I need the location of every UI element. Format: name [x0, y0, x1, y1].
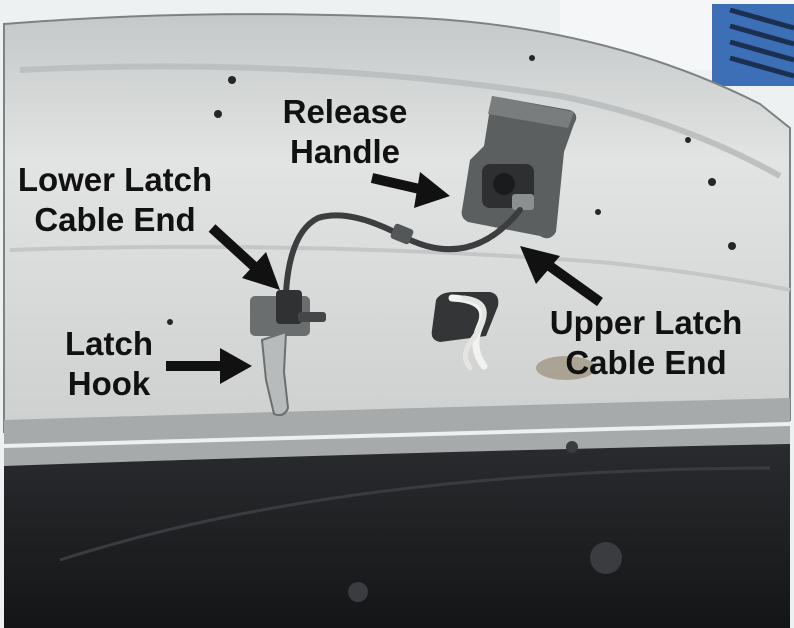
insulation-pad [4, 444, 790, 628]
upper-latch-cable-end-label-line1: Upper Latch [549, 304, 743, 341]
hood-panel [3, 13, 791, 434]
latch-hook-label-line1: Latch [64, 325, 153, 362]
latch-hook-label: Latch Hook [54, 324, 164, 405]
insulation-pad-edge [59, 466, 771, 562]
rust-stain [536, 356, 596, 380]
hood-ridge-lower [9, 244, 791, 292]
lower-latch-cable-end-label-line1: Lower Latch [17, 161, 213, 198]
hood-edge-highlight [3, 422, 791, 448]
latch-hook-metal [260, 330, 290, 417]
arrow-down-right-icon [208, 224, 280, 290]
release-handle [461, 96, 577, 239]
latch-hook-label-line2: Hook [67, 365, 151, 403]
lower-latch-cable-end-label: Lower Latch Cable End [6, 160, 224, 241]
cable-clip [390, 223, 414, 245]
lower-latch-cable-end-label-line2: Cable End [34, 201, 196, 239]
release-cable [283, 207, 523, 295]
arrow-left-icon [166, 348, 252, 384]
arrow-right-icon [370, 172, 450, 208]
lower-latch-assembly [250, 290, 326, 336]
release-handle-label: Release Handle [272, 92, 418, 173]
mounting-holes [167, 55, 736, 325]
hood-ridge [19, 63, 782, 179]
release-handle-label-line1: Release [282, 93, 408, 130]
release-handle-label-line2: Handle [289, 133, 401, 171]
arrow-up-left-icon [520, 246, 603, 307]
insulation-clips [348, 441, 622, 602]
upper-latch-cable-end-label-line2: Cable End [565, 344, 727, 382]
upper-latch-cable-end-label: Upper Latch Cable End [536, 303, 756, 384]
spring-compressor [712, 4, 794, 86]
hood-prop-wire-2 [461, 295, 487, 371]
